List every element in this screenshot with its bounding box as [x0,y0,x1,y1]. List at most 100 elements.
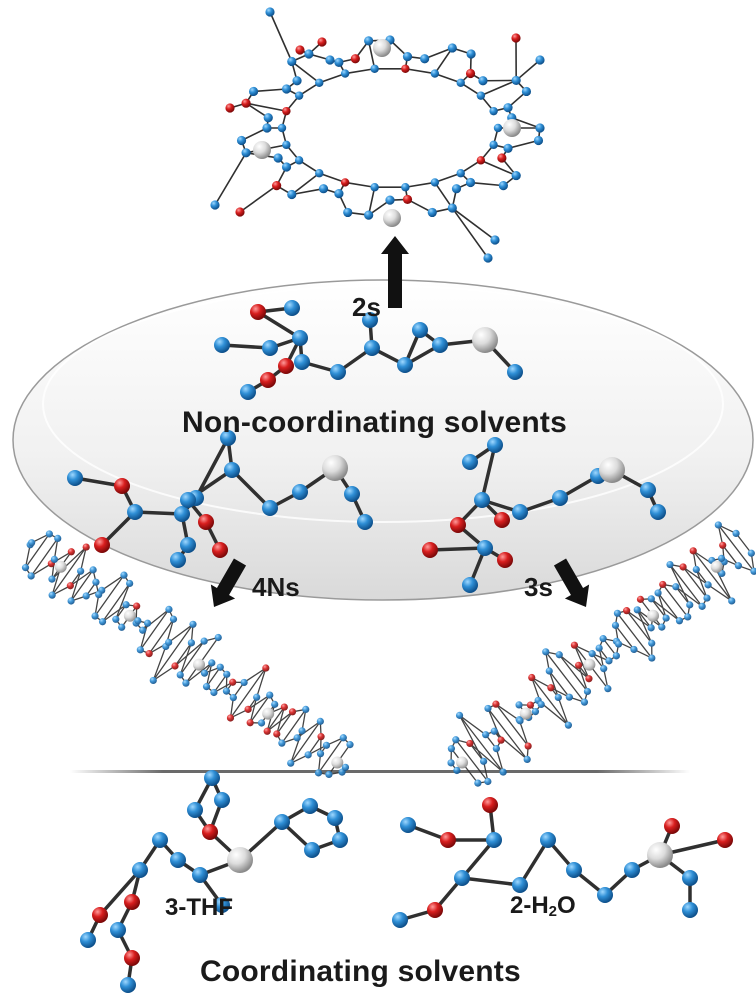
metal-atom [124,610,136,622]
oxygen-atom [637,596,644,603]
oxygen-atom [262,664,269,671]
bond [460,715,484,761]
arrow-label-3s: 3s [524,572,553,603]
carbon-atom [420,54,429,63]
oxygen-atom [264,728,271,735]
carbon-atom [512,877,528,893]
bond [508,141,538,149]
oxygen-atom [401,65,409,73]
oxygen-atom [229,679,236,686]
carbon-atom [385,196,394,205]
carbon-atom [412,322,428,338]
carbon-atom [718,555,725,562]
bond [345,69,374,74]
carbon-atom [54,535,61,542]
carbon-atom [552,490,568,506]
carbon-atom [401,183,409,191]
carbon-atom [77,568,84,575]
bond [277,707,285,734]
carbon-atom [555,694,562,701]
carbon-atom [448,43,457,52]
carbon-atom [325,771,332,778]
oxygen-atom [494,512,510,528]
carbon-atom [292,76,301,85]
carbon-atom [51,556,58,563]
carbon-atom [302,798,318,814]
carbon-atom [370,183,378,191]
bond [452,208,488,258]
oxygen-atom [466,69,475,78]
carbon-atom [480,758,487,765]
bond [149,619,173,653]
oxygen-atom [466,740,473,747]
metal-atom [373,39,391,57]
carbon-atom [282,141,290,149]
carbon-atom [327,810,343,826]
bond [488,708,501,740]
carbon-atom [144,620,151,627]
carbon-atom [484,778,491,785]
carbon-atom [732,530,739,537]
oxygen-atom [282,107,290,115]
carbon-atom [370,65,378,73]
carbon-atom [489,141,497,149]
non-coordinating-solvents-label: Non-coordinating solvents [182,406,567,440]
carbon-atom [452,184,461,193]
carbon-atom [462,577,478,593]
carbon-atom [22,564,29,571]
oxygen-atom [198,514,214,530]
oxygen-atom [427,902,443,918]
metal-atom [647,610,659,622]
carbon-atom [342,764,349,771]
carbon-atom [392,912,408,928]
molecule-label-3-thf: 3-THF [165,894,233,922]
carbon-atom [512,171,521,180]
carbon-atom [728,597,735,604]
oxygen-atom [477,156,485,164]
oxygen-atom [281,703,288,710]
oxygen-atom [272,181,281,190]
carbon-atom [364,36,373,45]
carbon-atom [522,87,531,96]
oxygen-atom [717,832,733,848]
carbon-atom [452,736,459,743]
metal-atom [55,561,67,573]
carbon-atom [483,253,492,262]
carbon-atom [170,852,186,868]
carbon-atom [663,614,670,621]
carbon-atom [249,87,258,96]
oxygen-atom [341,178,349,186]
carbon-atom [357,514,373,530]
carbon-atom [304,49,313,58]
carbon-atom [262,123,271,132]
carbon-atom [486,832,502,848]
oxygen-atom [289,708,296,715]
macrocycle-2s [210,7,544,262]
carbon-atom [262,340,278,356]
carbon-atom [177,671,184,678]
arrow-label-4ns: 4Ns [252,572,300,603]
carbon-atom [650,504,666,520]
oxygen-atom [295,45,304,54]
bond [270,12,292,61]
oxygen-atom [227,714,234,721]
carbon-atom [287,760,294,767]
carbon-atom [403,52,412,61]
coordinating-solvents-label: Coordinating solvents [200,955,521,989]
metal-atom [193,659,205,671]
carbon-atom [165,639,172,646]
oxygen-atom [124,894,140,910]
carbon-atom [317,750,324,757]
carbon-atom [315,169,323,177]
carbon-atom [705,581,712,588]
carbon-atom [294,734,301,741]
carbon-atom [699,603,706,610]
carbon-atom [466,178,475,187]
carbon-atom [305,751,312,758]
metal-atom [472,327,498,353]
carbon-atom [317,718,324,725]
metal-atom [647,842,673,868]
carbon-atom [180,537,196,553]
oxygen-atom [133,603,140,610]
